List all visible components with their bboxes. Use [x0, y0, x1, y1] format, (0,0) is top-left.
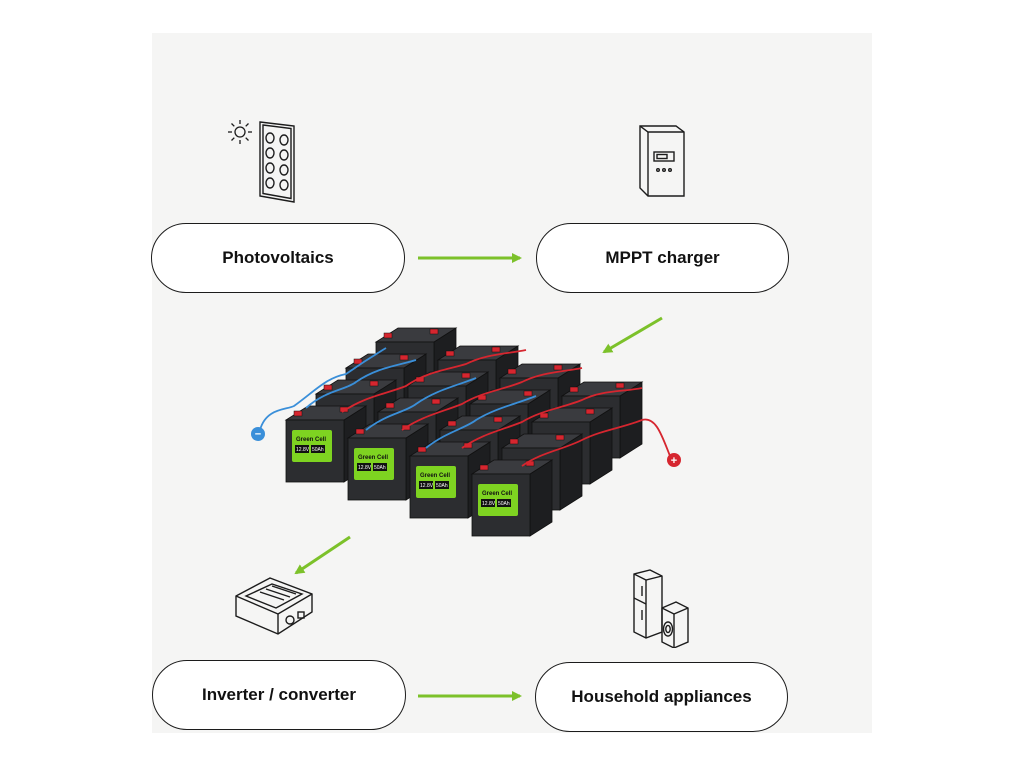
- battery-brand: Green Cell: [420, 473, 450, 479]
- battery-cable: [341, 349, 527, 413]
- battery-brand: Green Cell: [296, 437, 326, 443]
- node-inverter-label: Inverter / converter: [201, 685, 356, 704]
- mppt-charger-icon: [639, 125, 685, 197]
- appliances-icon: [633, 569, 689, 648]
- battery-voltage: 12.8V: [482, 501, 496, 507]
- positive-terminal-label: +: [671, 455, 677, 467]
- negative-terminal-marker: −: [251, 427, 265, 441]
- battery-voltage: 12.8V: [296, 447, 310, 453]
- arrow-battery-to-inverter: [294, 535, 351, 575]
- battery-voltage: 12.8V: [420, 483, 434, 489]
- inverter-icon: [235, 577, 313, 635]
- node-household-appliances: Household appliances: [535, 662, 788, 732]
- battery-brand: Green Cell: [358, 455, 388, 461]
- arrow-mppt-to-battery: [602, 316, 663, 354]
- battery-cable: [259, 347, 387, 431]
- battery-capacity: 50Ah: [312, 447, 324, 453]
- battery-brand: Green Cell: [482, 491, 512, 497]
- battery-capacity: 50Ah: [436, 483, 448, 489]
- battery-cable: [305, 359, 417, 409]
- battery-cable: [461, 387, 643, 449]
- node-photovoltaics: Photovoltaics: [151, 223, 405, 293]
- battery-cable: [425, 395, 537, 449]
- node-inverter: Inverter / converter: [152, 660, 406, 730]
- battery-capacity: 50Ah: [498, 501, 510, 507]
- negative-terminal-label: −: [255, 429, 261, 441]
- battery-cable: [521, 418, 671, 467]
- positive-terminal-marker: +: [667, 453, 681, 467]
- node-mppt-charger-label: MPPT charger: [605, 248, 720, 267]
- node-mppt-charger: MPPT charger: [536, 223, 789, 293]
- battery-cable: [401, 367, 583, 431]
- sun-icon: [228, 120, 252, 144]
- battery-cable: [365, 377, 477, 431]
- node-household-appliances-label: Household appliances: [571, 687, 752, 706]
- node-photovoltaics-label: Photovoltaics: [222, 248, 334, 267]
- solar-panel-icon: [228, 120, 295, 203]
- battery-capacity: 50Ah: [374, 465, 386, 471]
- battery-voltage: 12.8V: [358, 465, 372, 471]
